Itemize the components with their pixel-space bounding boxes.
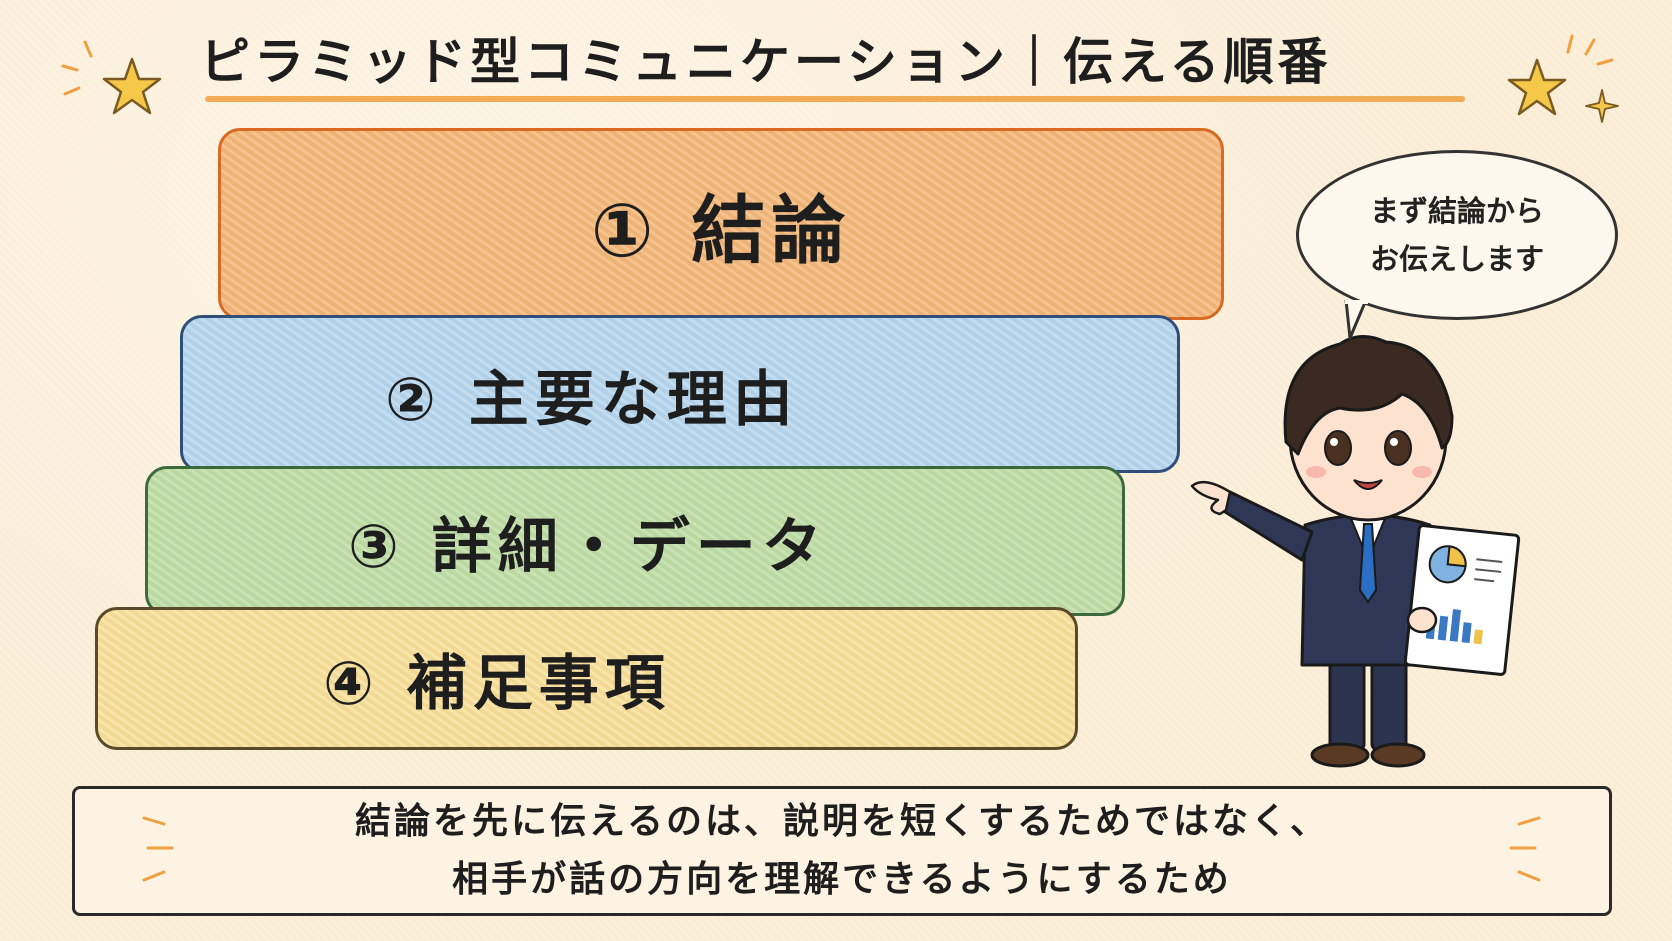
page-title: ピラミッド型コミュニケーション｜伝える順番: [200, 33, 1332, 91]
speech-bubble-tail: [1344, 300, 1368, 340]
sparkle-lines-icon: [1509, 816, 1541, 882]
businessman-character: [1190, 335, 1521, 768]
pie-chart-icon: [1428, 545, 1503, 584]
sparkle-icon: [1585, 89, 1619, 123]
pyramid-tier-supplementary: ④ 補足事項: [95, 607, 1078, 750]
tier-label: ② 主要な理由: [385, 364, 799, 435]
sparkle-lines-icon: [61, 40, 93, 96]
tier-label: ③ 詳細・データ: [348, 511, 828, 582]
tier-label: ① 結論: [590, 187, 852, 274]
pyramid-tier-main-reasons: ② 主要な理由: [180, 315, 1180, 473]
speech-bubble-line: まず結論から: [1369, 194, 1544, 228]
footer-line: 相手が話の方向を理解できるようにするため: [452, 859, 1232, 900]
star-icon: [102, 57, 162, 115]
sparkle-lines-icon: [1566, 34, 1614, 66]
footer-line: 結論を先に伝えるのは、説明を短くするためではなく、: [355, 801, 1329, 842]
title-underline: [205, 96, 1465, 102]
sparkle-lines-icon: [142, 816, 174, 882]
footer-message-box: 結論を先に伝えるのは、説明を短くするためではなく、 相手が話の方向を理解できるよ…: [72, 786, 1612, 916]
pyramid-tier-details-data: ③ 詳細・データ: [145, 466, 1125, 616]
star-icon: [1507, 58, 1567, 116]
pyramid-tier-conclusion: ① 結論: [218, 128, 1224, 320]
speech-bubble: まず結論から お伝えします: [1296, 150, 1618, 320]
speech-bubble-line: お伝えします: [1369, 242, 1544, 276]
tier-label: ④ 補足事項: [323, 649, 671, 719]
